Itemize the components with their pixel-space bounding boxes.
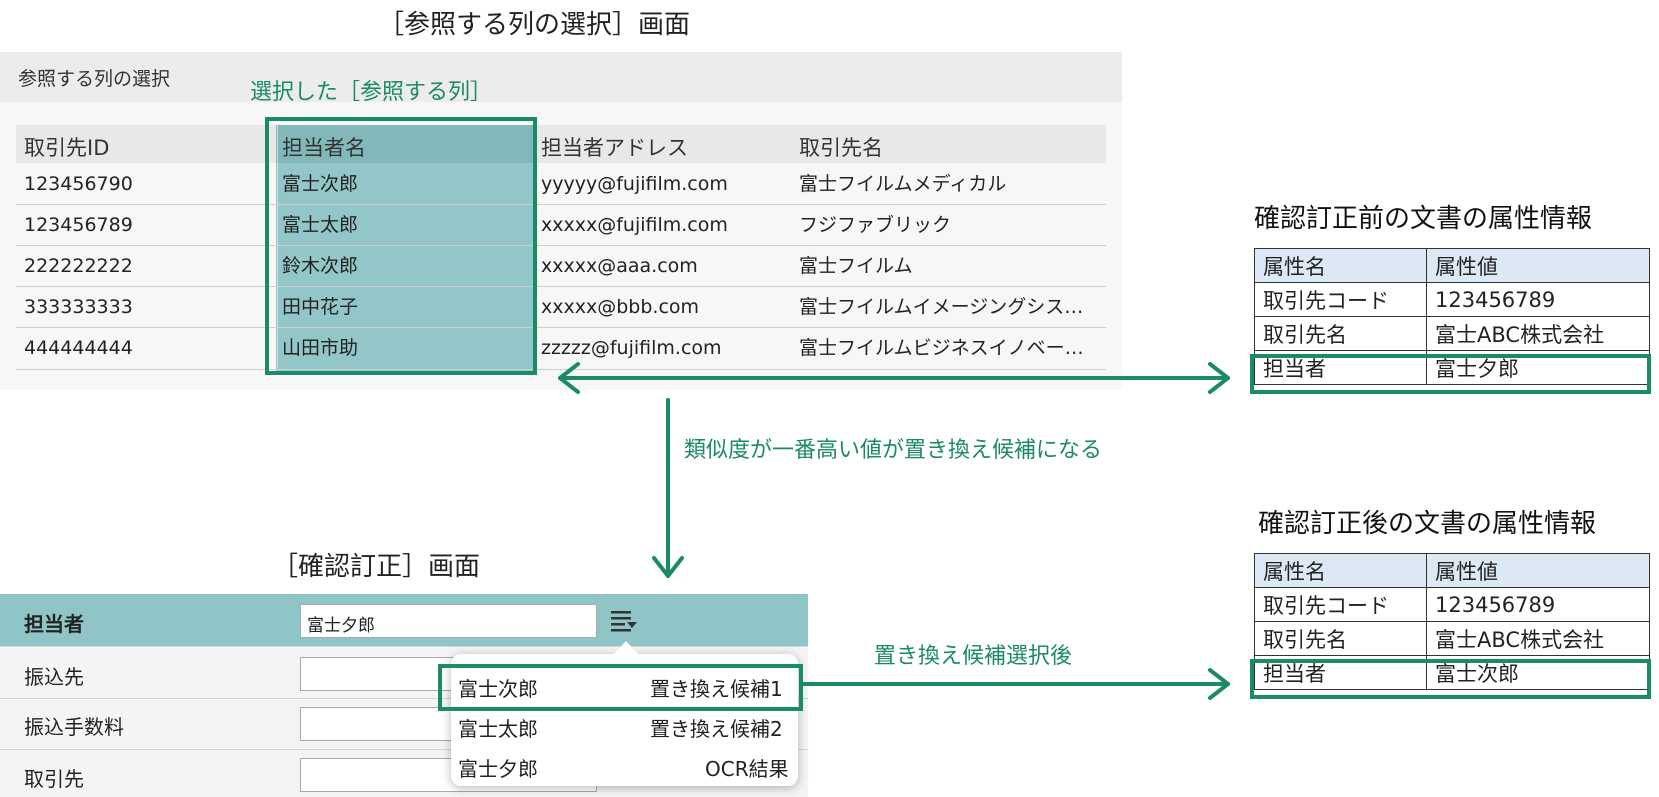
table-cell: 富士太郎: [282, 214, 359, 236]
dropdown-item-name[interactable]: 富士夕郎: [458, 757, 538, 781]
table-cell: 444444444: [24, 337, 133, 359]
list-dropdown-icon[interactable]: [609, 608, 639, 634]
dropdown-pointer: [614, 641, 638, 654]
row-divider: [16, 245, 1106, 246]
ref-screen-caption: ［参照する列の選択］画面: [378, 10, 691, 40]
attr-before-table: 属性名 属性値 取引先コード 123456789 取引先名 富士ABC株式会社 …: [1254, 248, 1650, 385]
attr-value: 富士ABC株式会社: [1426, 621, 1650, 656]
table-cell: 富士フイルム: [799, 255, 913, 277]
arrow-head-right: [1208, 362, 1230, 394]
down-arrow-head: [652, 556, 684, 578]
dropdown-item-tag[interactable]: OCR結果: [705, 757, 789, 781]
col-header-address[interactable]: 担当者アドレス: [541, 136, 688, 160]
arrow-head-left: [558, 362, 580, 394]
selected-column-frame: [265, 117, 537, 375]
table-cell: 123456789: [24, 214, 133, 236]
table-cell: 123456790: [24, 173, 133, 195]
similarity-note: 類似度が一番高い値が置き換え候補になる: [684, 438, 1103, 463]
selected-column-highlight[interactable]: [276, 125, 535, 371]
table-cell: xxxxx@bbb.com: [541, 296, 700, 318]
attr-header-name: 属性名: [1254, 553, 1427, 588]
attr-before-title: 確認訂正前の文書の属性情報: [1254, 204, 1593, 234]
attr-after-table: 属性名 属性値 取引先コード 123456789 取引先名 富士ABC株式会社 …: [1254, 553, 1650, 690]
table-cell: 山田市助: [282, 337, 359, 359]
table-cell: 鈴木次郎: [282, 255, 359, 277]
attr-name: 取引先名: [1254, 621, 1427, 656]
table-cell: 富士フイルムビジネスイノベー…: [799, 337, 1084, 359]
row-divider: [0, 646, 808, 647]
table-cell: xxxxx@aaa.com: [541, 255, 698, 277]
row-divider: [0, 698, 808, 699]
table-cell: 333333333: [24, 296, 133, 318]
attr-header-value: 属性値: [1426, 553, 1650, 588]
ref-panel-header: [0, 52, 1122, 102]
row-divider: [16, 286, 1106, 287]
attr-value: 富士ABC株式会社: [1426, 316, 1650, 351]
candidate-dropdown: [451, 654, 798, 786]
selected-column-label: 選択した［参照する列］: [250, 80, 493, 105]
attr-before-highlight: [1250, 354, 1651, 394]
table-cell: zzzzz@fujifilm.com: [541, 337, 722, 359]
row-divider: [0, 749, 808, 750]
field-input-person[interactable]: 富士夕郎: [300, 604, 597, 638]
dropdown-item-tag[interactable]: 置き換え候補1: [650, 677, 783, 701]
table-cell: 富士フイルムメディカル: [799, 173, 1007, 195]
confirm-screen-caption: ［確認訂正］画面: [272, 552, 481, 582]
ref-panel-title: 参照する列の選択: [18, 68, 171, 90]
attr-value: 123456789: [1426, 587, 1650, 622]
selected-column-header-shade: [276, 125, 535, 163]
field-label-client: 取引先: [24, 767, 84, 791]
dropdown-item-name[interactable]: 富士次郎: [458, 677, 538, 701]
row-divider: [16, 369, 1106, 370]
row-divider: [16, 204, 1106, 205]
table-cell: 富士次郎: [282, 173, 359, 195]
dropdown-item-tag[interactable]: 置き換え候補2: [650, 717, 783, 741]
table-cell: フジファブリック: [799, 214, 952, 236]
attr-value: 123456789: [1426, 282, 1650, 317]
field-label-account: 振込先: [24, 665, 84, 689]
attr-header-name: 属性名: [1254, 248, 1427, 283]
ref-table-header: [16, 125, 1106, 163]
table-cell: xxxxx@fujifilm.com: [541, 214, 728, 236]
col-header-id[interactable]: 取引先ID: [24, 136, 110, 160]
attr-after-highlight: [1250, 659, 1651, 699]
attr-after-title: 確認訂正後の文書の属性情報: [1258, 509, 1597, 539]
field-label-fee: 振込手数料: [24, 715, 124, 739]
attr-name: 取引先コード: [1254, 587, 1427, 622]
ref-column-panel: [0, 52, 1122, 390]
column-separator: [277, 125, 278, 371]
col-header-person[interactable]: 担当者名: [282, 136, 366, 160]
table-cell: 222222222: [24, 255, 133, 277]
table-cell: 富士フイルムイメージングシス…: [799, 296, 1084, 318]
col-header-client[interactable]: 取引先名: [799, 136, 883, 160]
table-cell: 田中花子: [282, 296, 359, 318]
field-label-person: 担当者: [24, 612, 84, 636]
after-select-note: 置き換え候補選択後: [874, 644, 1073, 669]
candidate-highlight-frame: [438, 664, 803, 711]
row-divider: [16, 327, 1106, 328]
result-arrow-head: [1208, 668, 1230, 700]
table-cell: yyyyy@fujifilm.com: [541, 173, 728, 195]
attr-header-value: 属性値: [1426, 248, 1650, 283]
dropdown-item-name[interactable]: 富士太郎: [458, 717, 538, 741]
